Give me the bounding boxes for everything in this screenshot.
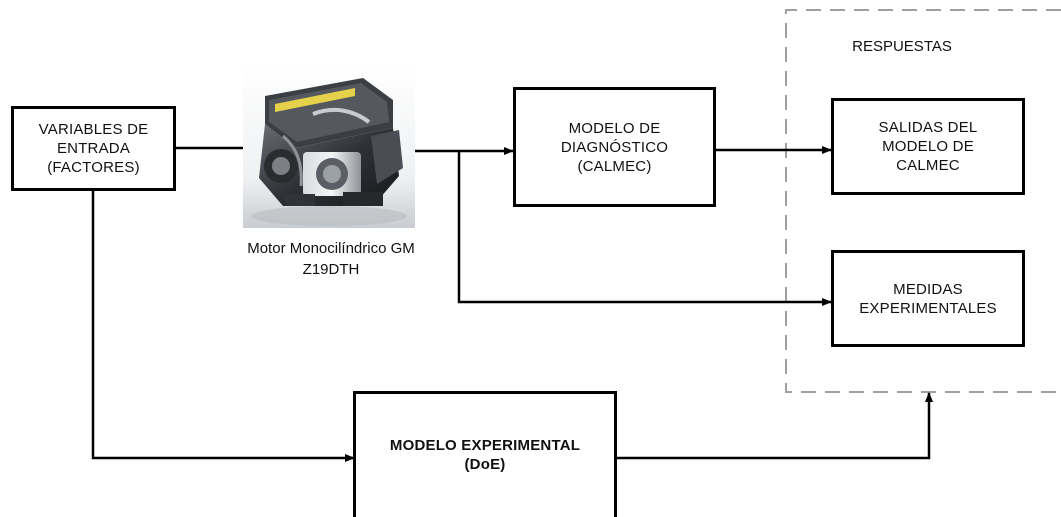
experimental-model-label: MODELO EXPERIMENTAL (DoE) <box>389 437 581 473</box>
calmec-outputs-label: SALIDAS DEL MODELO DE CALMEC <box>878 119 978 174</box>
input-variables-box: VARIABLES DE ENTRADA (FACTORES) <box>11 106 176 191</box>
engine-caption: Motor Monocilíndrico GM Z19DTH <box>247 240 415 278</box>
experimental-model-box: MODELO EXPERIMENTAL (DoE) <box>353 391 617 517</box>
calmec-outputs-box: SALIDAS DEL MODELO DE CALMEC <box>831 98 1025 195</box>
engine-image <box>243 66 415 228</box>
responses-region-border <box>785 9 1061 393</box>
experimental-measures-box: MEDIDAS EXPERIMENTALES <box>831 250 1025 347</box>
arrow-input-to-doe <box>91 189 355 462</box>
responses-label: RESPUESTAS <box>852 38 952 55</box>
diagnostic-model-label: MODELO DE DIAGNÓSTICO (CALMEC) <box>560 119 669 175</box>
arrow-doe-to-responses <box>617 392 933 460</box>
diagnostic-model-box: MODELO DE DIAGNÓSTICO (CALMEC) <box>513 87 716 207</box>
input-variables-label: VARIABLES DE ENTRADA (FACTORES) <box>38 121 149 176</box>
arrow-engine-to-measures <box>457 151 832 306</box>
experimental-measures-label: MEDIDAS EXPERIMENTALES <box>859 280 997 317</box>
